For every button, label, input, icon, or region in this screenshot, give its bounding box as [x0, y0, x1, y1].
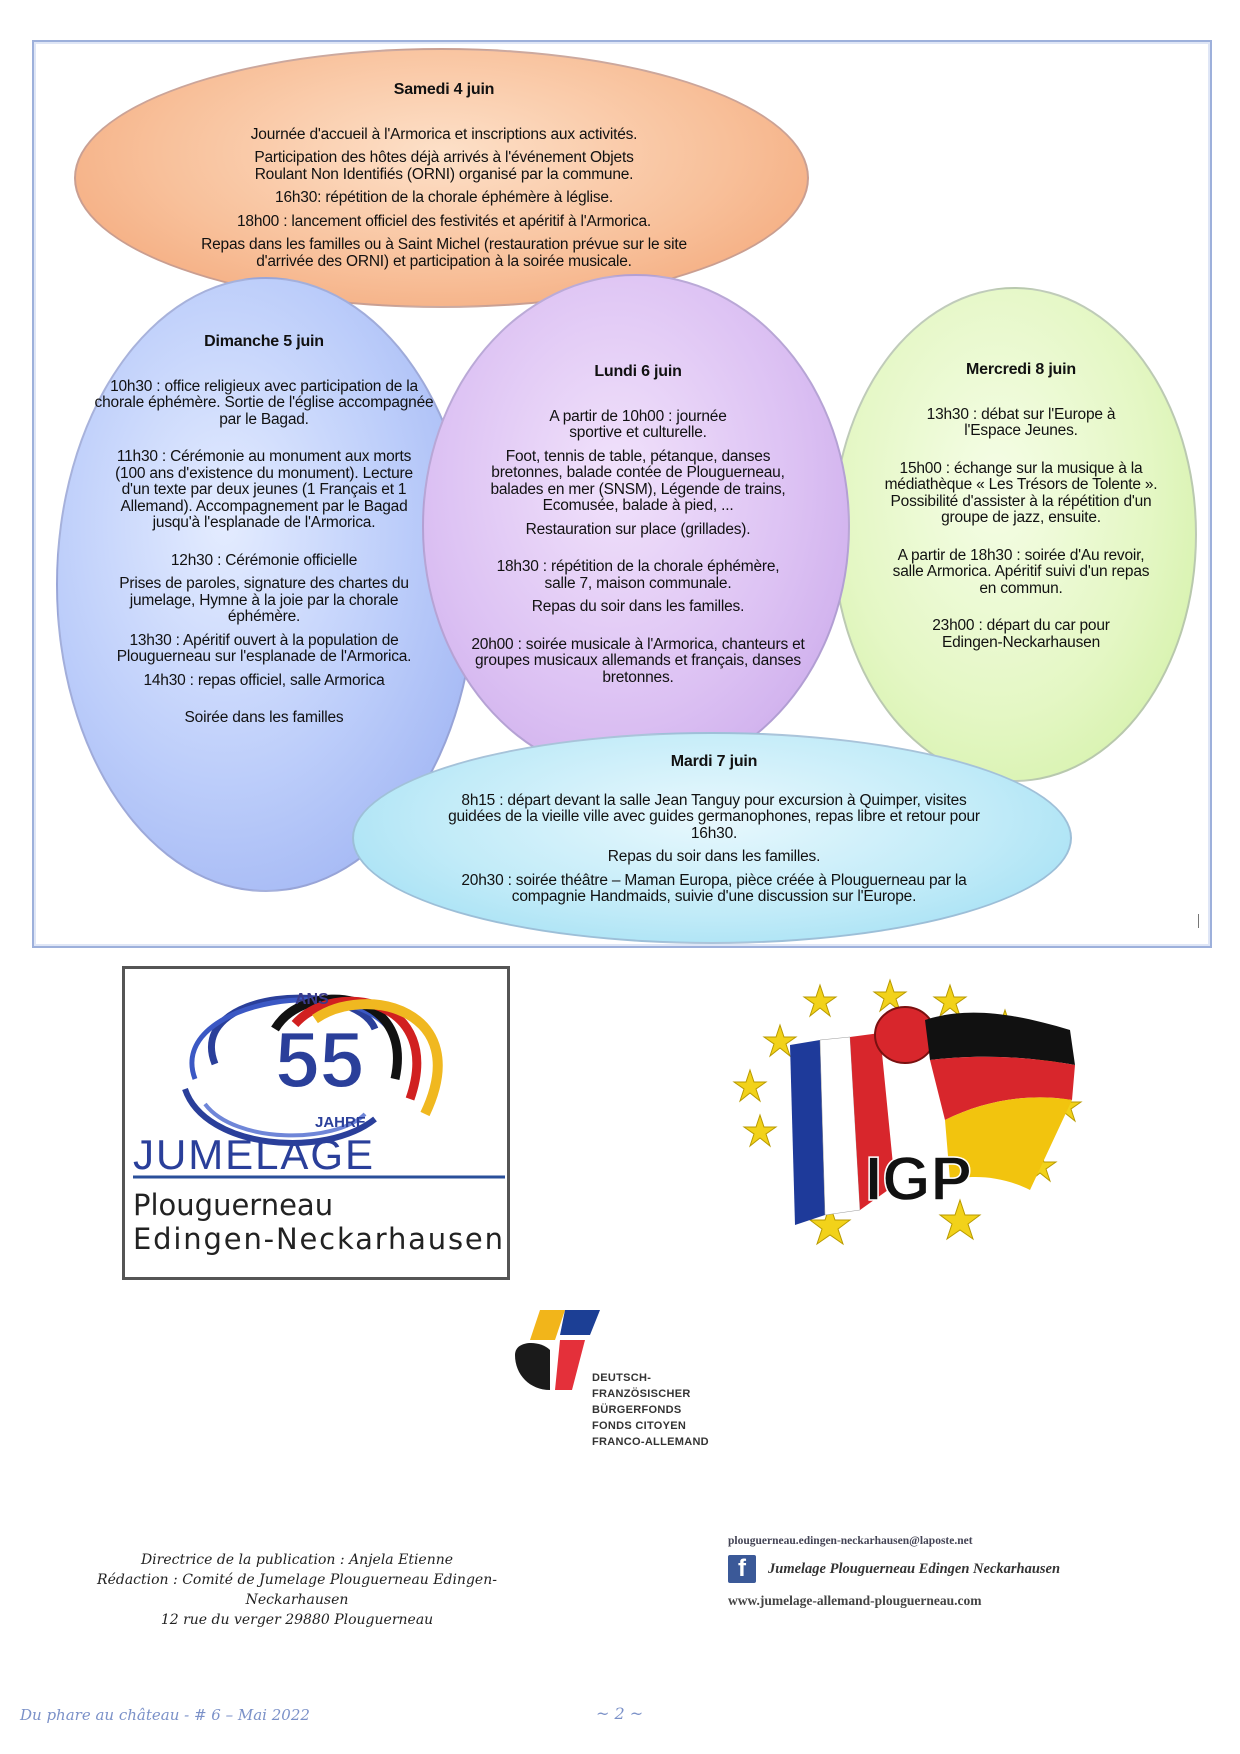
facebook-page-name: Jumelage Plouguerneau Edingen Neckarhaus… — [768, 1560, 1061, 1577]
saturday-line: 16h30: répétition de la chorale éphémère… — [275, 189, 613, 206]
tuesday-oval — [352, 732, 1072, 944]
star-icon — [732, 1068, 768, 1103]
monday-title: Lundi 6 juin — [594, 363, 682, 380]
jumelage-55-logo: ANS 55 JAHRE JUMELAGE Plouguerneau Eding… — [122, 966, 510, 1280]
wednesday-line: A partir de 18h30 : soirée d'Au revoir, … — [892, 546, 1150, 597]
svg-text:JAHRE: JAHRE — [315, 1114, 366, 1131]
saturday-oval — [74, 48, 809, 308]
wednesday-line: 15h00 : échange sur la musique à la médi… — [884, 459, 1158, 526]
fonds-line: FRANCO-ALLEMAND — [592, 1436, 709, 1448]
monday-line: 20h00 : soirée musicale à l'Armorica, ch… — [471, 635, 805, 686]
igp-logo-graphic: IGP — [732, 978, 1083, 1246]
wednesday-oval — [832, 287, 1197, 782]
facebook-row[interactable]: f Jumelage Plouguerneau Edingen Neckarha… — [728, 1555, 1148, 1583]
star-icon — [872, 978, 908, 1013]
svg-text:Edingen-Neckarhausen: Edingen-Neckarhausen — [133, 1222, 503, 1256]
wednesday-title: Mercredi 8 juin — [966, 361, 1076, 378]
program-frame: Samedi 4 juin Journée d'accueil à l'Armo… — [32, 40, 1212, 948]
contact-block: plouguerneau.edingen-neckarhausen@lapost… — [728, 1535, 1148, 1609]
sunday-line: 12h30 : Cérémonie officielle — [170, 551, 358, 569]
wednesday-line: 23h00 : départ du car pour Edingen-Necka… — [932, 617, 1110, 651]
sunday-line: 10h30 : office religieux avec participat… — [94, 377, 434, 428]
sunday-title: Dimanche 5 juin — [204, 333, 324, 350]
star-icon — [802, 983, 838, 1018]
wednesday-line: 13h30 : débat sur l'Europe à l'Espace Je… — [926, 405, 1116, 439]
tuesday-line: Repas du soir dans les familles. — [607, 848, 821, 865]
buergerfonds-text: DEUTSCH- FRANZÖSISCHER BÜRGERFONDS FONDS… — [592, 1370, 709, 1450]
fonds-line: FRANZÖSISCHER — [592, 1388, 691, 1400]
credits-director: Directrice de la publication : Anjela Et… — [140, 1552, 454, 1568]
svg-text:JUMELAGE: JUMELAGE — [133, 1131, 373, 1178]
star-icon — [808, 1203, 852, 1246]
facebook-icon: f — [728, 1555, 756, 1583]
fonds-line: FONDS CITOYEN — [592, 1420, 687, 1432]
tuesday-text: Mardi 7 juin 8h15 : départ devant la sal… — [434, 753, 994, 913]
monday-line: Foot, tennis de table, pétanque, danses … — [490, 447, 786, 514]
star-icon — [932, 983, 968, 1018]
page-number: ~ 2 ~ — [596, 1704, 644, 1723]
star-icon — [762, 1023, 798, 1058]
monday-line: A partir de 10h00 : journée sportive et … — [549, 407, 727, 441]
footer-publication: Du phare au château - # 6 – Mai 2022 — [20, 1706, 310, 1724]
svg-text:Plouguerneau: Plouguerneau — [133, 1188, 333, 1222]
igp-logo: IGP — [700, 975, 1100, 1255]
monday-text: Lundi 6 juin A partir de 10h00 : journée… — [452, 363, 824, 693]
saturday-line: Journée d'accueil à l'Armorica et inscri… — [250, 125, 638, 143]
tuesday-line: 20h30 : soirée théâtre – Maman Europa, p… — [461, 871, 967, 905]
sunday-line: 14h30 : repas officiel, salle Armorica — [143, 671, 385, 689]
sunday-line: 13h30 : Apéritif ouvert à la population … — [116, 631, 412, 665]
star-icon — [938, 1198, 982, 1241]
svg-text:ANS: ANS — [295, 991, 329, 1008]
fonds-line: BÜRGERFONDS — [592, 1404, 682, 1416]
star-icon — [742, 1113, 778, 1148]
saturday-text: Samedi 4 juin Journée d'accueil à l'Armo… — [174, 81, 714, 277]
jumelage-logo-graphic: ANS 55 JAHRE JUMELAGE Plouguerneau Eding… — [133, 991, 505, 1256]
tuesday-line: 8h15 : départ devant la salle Jean Tangu… — [448, 791, 980, 842]
monday-line: Repas du soir dans les familles. — [531, 598, 745, 615]
sunday-line: Prises de paroles, signature des chartes… — [119, 575, 409, 625]
wednesday-text: Mercredi 8 juin 13h30 : débat sur l'Euro… — [876, 361, 1166, 658]
sunday-line: 11h30 : Cérémonie au monument aux morts … — [115, 448, 413, 531]
buergerfonds-logo: DEUTSCH- FRANZÖSISCHER BÜRGERFONDS FONDS… — [510, 1305, 740, 1455]
credits-address: 12 rue du verger 29880 Plouguerneau — [160, 1612, 434, 1628]
buergerfonds-mark-icon — [515, 1310, 600, 1390]
svg-text:55: 55 — [275, 1015, 364, 1104]
sunday-text: Dimanche 5 juin 10h30 : office religieux… — [94, 333, 434, 734]
credits-editorial: Rédaction : Comité de Jumelage Plouguern… — [97, 1572, 497, 1608]
contact-email[interactable]: plouguerneau.edingen-neckarhausen@lapost… — [728, 1535, 973, 1547]
sunday-line: Soirée dans les familles — [184, 709, 344, 726]
monday-line: 18h30 : répétition de la chorale éphémèr… — [496, 558, 780, 592]
fonds-line: DEUTSCH- — [592, 1372, 652, 1384]
svg-text:IGP: IGP — [865, 1145, 972, 1214]
website-link[interactable]: www.jumelage-allemand-plouguerneau.com — [728, 1593, 982, 1608]
saturday-line: 18h00 : lancement officiel des festivité… — [236, 212, 651, 230]
publication-credits: Directrice de la publication : Anjela Et… — [52, 1550, 542, 1630]
saturday-line: Repas dans les familles ou à Saint Miche… — [201, 236, 687, 270]
saturday-title: Samedi 4 juin — [393, 81, 495, 98]
monday-line: Restauration sur place (grillades). — [525, 520, 751, 538]
tuesday-title: Mardi 7 juin — [670, 753, 758, 770]
saturday-line: Participation des hôtes déjà arrivés à l… — [254, 149, 634, 183]
text-cursor — [1198, 914, 1199, 928]
